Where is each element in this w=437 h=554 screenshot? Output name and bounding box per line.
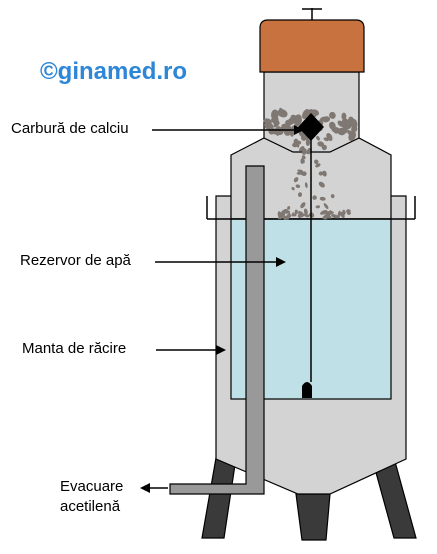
valve-float: [302, 382, 312, 398]
arrowhead-carbide: [294, 125, 304, 135]
carbide-stone: [331, 214, 339, 219]
carbide-stone: [324, 214, 332, 219]
arrowhead-water: [276, 257, 286, 267]
arrowhead-outlet: [140, 483, 150, 493]
carbide-stone: [290, 114, 298, 122]
carbide-stone: [319, 196, 326, 201]
carbide-stone: [337, 210, 341, 219]
carbide-stone: [325, 211, 334, 215]
label-calcium-carbide: Carbură de calciu: [11, 120, 129, 137]
carbide-stone: [297, 169, 304, 173]
carbide-stone: [312, 195, 317, 200]
label-water-reservoir: Rezervor de apă: [20, 252, 131, 269]
carbide-stone: [291, 186, 295, 191]
carbide-stone: [301, 171, 307, 177]
carbide-stone: [305, 138, 311, 146]
carbide-stone: [274, 126, 283, 135]
carbide-stone: [304, 182, 308, 188]
carbide-stone: [330, 194, 335, 199]
leg-center: [295, 493, 331, 541]
label-arrows: [140, 125, 304, 493]
carbide-stone: [318, 181, 325, 188]
watermark: ©ginamed.ro: [40, 58, 188, 85]
carbide-stone: [286, 214, 290, 220]
carbide-stone: [342, 209, 346, 215]
carbide-stone: [295, 184, 301, 189]
carbide-stone: [271, 116, 279, 124]
carbide-stone: [277, 213, 286, 220]
carbide-stone: [292, 213, 297, 217]
leg-left: [201, 457, 237, 539]
carbide-stone: [294, 209, 298, 215]
carbide-stone: [314, 159, 319, 165]
carbide-stone: [319, 116, 327, 122]
carbide-stone: [297, 192, 303, 197]
carbide-stone: [351, 125, 358, 133]
arrowhead-cooling: [216, 345, 226, 355]
carbide-stone: [329, 111, 336, 119]
carbide-stone: [346, 210, 351, 215]
carbide-stone: [323, 203, 329, 210]
carbide-stone: [337, 127, 346, 136]
carbide-stone: [279, 107, 284, 117]
carbide-stone: [287, 206, 291, 210]
label-acetylene-outlet-line2: acetilenă: [60, 498, 121, 515]
carbide-stone: [300, 202, 306, 209]
carbide-stone: [305, 149, 311, 155]
carbide-stone: [283, 123, 292, 134]
carbide-stone: [320, 210, 328, 215]
carbide-stone: [322, 170, 327, 177]
carbide-stone: [264, 122, 274, 130]
carbide-stone: [346, 130, 354, 136]
carbide-stone: [293, 177, 299, 183]
carbide-stone: [341, 112, 347, 120]
carbide-stone: [300, 135, 307, 141]
carbide-stone: [329, 121, 336, 130]
carbide-stone: [315, 163, 321, 168]
gas-pipe: [169, 165, 265, 495]
carbide-stone: [315, 205, 320, 209]
carbide-stone: [282, 210, 291, 214]
label-cooling-jacket: Manta de răcire: [22, 340, 127, 357]
carbide-stone: [323, 137, 329, 142]
carbide-stone: [292, 142, 298, 148]
carbide-stone: [303, 213, 309, 218]
valve-diamond: [298, 113, 324, 141]
carbide-stone: [302, 108, 310, 120]
carbide-stone: [300, 158, 304, 164]
carbide-stone: [318, 171, 324, 176]
carbide-stone: [298, 146, 305, 152]
carbide-stone: [317, 141, 325, 147]
label-acetylene-outlet-line1: Evacuare: [60, 478, 124, 495]
carbide-stone: [312, 109, 317, 118]
carbide-stone: [303, 208, 308, 216]
carbide-stone: [298, 212, 303, 218]
carbide-stone: [316, 135, 320, 141]
carbide-stone: [302, 150, 307, 155]
lid: [259, 19, 365, 73]
